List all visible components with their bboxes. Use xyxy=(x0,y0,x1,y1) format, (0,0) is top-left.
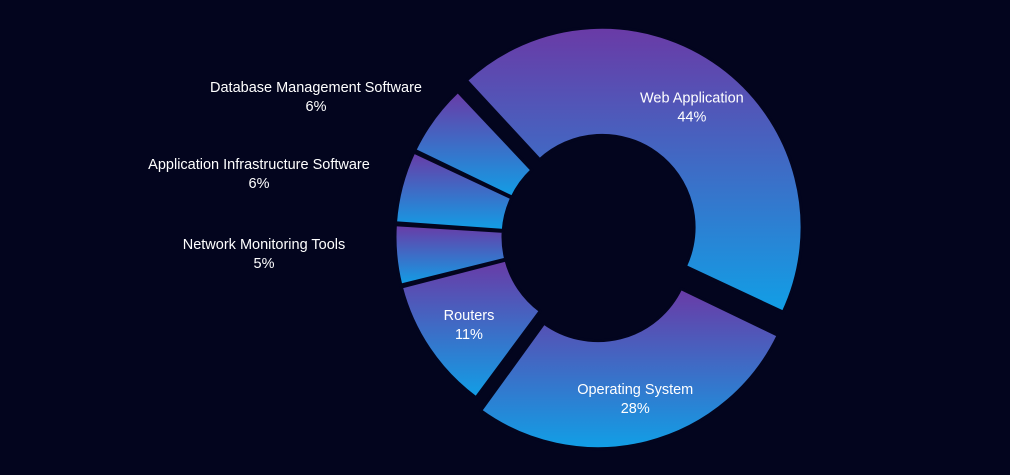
slice-value-network-monitoring-tools: 5% xyxy=(254,256,275,272)
slice-web-application xyxy=(464,25,804,314)
slice-label-application-infrastructure-software: Application Infrastructure Software xyxy=(148,157,370,173)
slice-value-routers: 11% xyxy=(455,327,483,343)
slice-network-monitoring-tools xyxy=(393,223,508,287)
slice-label-web-application: Web Application xyxy=(640,91,744,107)
slice-database-management-software xyxy=(413,89,534,199)
slice-label-database-management-software: Database Management Software xyxy=(210,80,422,96)
slice-operating-system xyxy=(479,287,780,451)
slice-label-routers: Routers xyxy=(444,308,495,324)
slice-value-web-application: 44% xyxy=(677,110,706,126)
slice-routers xyxy=(399,258,542,400)
slice-label-operating-system: Operating System xyxy=(577,382,693,398)
labels-layer: Web Application 44% Operating System 28% Rou… xyxy=(148,80,744,417)
slice-value-operating-system: 28% xyxy=(621,401,650,417)
slices-layer xyxy=(393,25,804,451)
slice-value-database-management-software: 6% xyxy=(306,99,327,115)
slice-label-network-monitoring-tools: Network Monitoring Tools xyxy=(183,237,346,253)
slice-application-infrastructure-software xyxy=(394,150,514,232)
slice-value-application-infrastructure-software: 6% xyxy=(249,176,270,192)
